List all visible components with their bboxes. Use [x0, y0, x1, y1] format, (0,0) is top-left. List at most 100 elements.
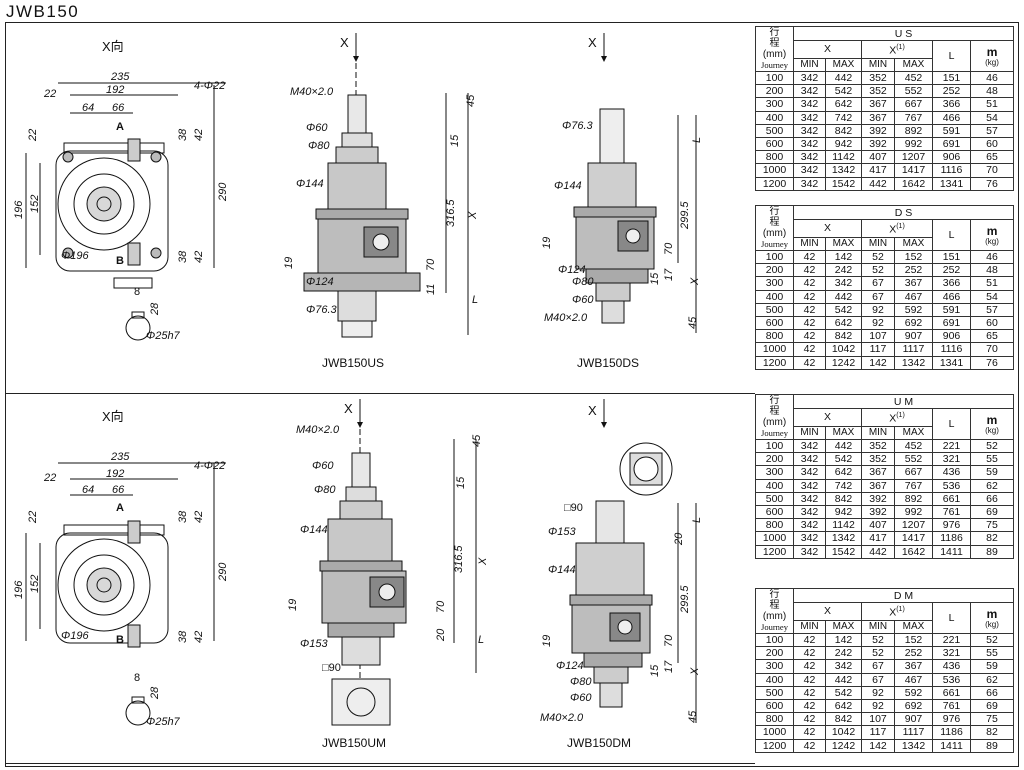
- dimension-label: m: [986, 606, 998, 621]
- dimension-label: B: [116, 255, 124, 267]
- table-cell: 52: [861, 249, 895, 265]
- dimension-label: Φ80: [314, 484, 336, 496]
- dimension-label: 42: [193, 129, 205, 141]
- table-cell: 366: [932, 276, 971, 291]
- drawing-canvas: X向 235 192 22 64 66 4-Φ22 A B 22 3: [13, 33, 703, 750]
- table-cell: 59: [970, 659, 1014, 674]
- dimension-label: 行: [769, 395, 780, 407]
- dimension-label: 19: [541, 635, 553, 647]
- table-cell: 467: [894, 289, 933, 304]
- table-cell: 392: [861, 136, 895, 152]
- dimension-label: 程: [769, 38, 780, 49]
- dimension-label: (1): [896, 412, 905, 420]
- model-us-dims: M40×2.0 45 Φ60 Φ80 15 Φ144 316.5 X 19 70…: [283, 86, 479, 370]
- table-cell: 392: [861, 504, 895, 520]
- table-cell: 51: [969, 276, 1015, 291]
- table-cell: 542: [825, 452, 862, 467]
- dimension-label: 38: [177, 128, 189, 141]
- table-cell: 48: [969, 84, 1015, 99]
- table-cell: 1200: [755, 176, 794, 191]
- table-cell: 42: [793, 685, 826, 700]
- dimension-label: Φ144: [296, 178, 324, 190]
- dimension-label: 42: [193, 631, 205, 643]
- dimension-label: 70: [663, 242, 675, 255]
- dimension-label: M40×2.0: [540, 712, 584, 724]
- table-cell: 442: [861, 176, 895, 191]
- table-cell: 65: [969, 150, 1015, 165]
- model-dm-dims: □90 Φ153 L 20 Φ144 299.5 19 70 Φ124 Φ80 …: [540, 502, 703, 750]
- dimension-label: MAX: [825, 619, 862, 635]
- side-view-top-dims: 235 192 22 64 66 4-Φ22 A B 22 38 42 196 …: [13, 71, 229, 342]
- dimension-label: 22: [27, 129, 39, 142]
- dimension-label: X: [477, 557, 489, 566]
- table-cell: 100: [755, 438, 794, 454]
- table-cell: 342: [825, 276, 862, 291]
- table-cell: 691: [932, 315, 971, 331]
- table-cell: 661: [932, 685, 971, 700]
- dimension-label: MIN: [793, 619, 826, 635]
- model-ds-dims: Φ76.3 L Φ144 299.5 19 70 Φ124 Φ80 17 15 …: [541, 120, 703, 370]
- table-cell: 342: [793, 452, 826, 467]
- dimension-label: 15: [449, 134, 461, 147]
- table-cell: 842: [825, 123, 862, 138]
- table-cell: 591: [932, 123, 971, 138]
- table-cell: 342: [793, 504, 826, 520]
- x-arrow-label: X: [340, 35, 349, 50]
- table-cell: 200: [755, 263, 794, 278]
- dimension-label: 152: [29, 575, 41, 593]
- table-cell: 367: [861, 465, 895, 480]
- dimension-label: 19: [541, 237, 553, 249]
- dimension-label: 152: [29, 195, 41, 213]
- table-cell: 436: [932, 465, 971, 480]
- dimension-label: 45: [687, 710, 699, 723]
- table-cell: 76: [969, 176, 1015, 191]
- table-cell: 1542: [825, 176, 862, 191]
- table-cell: 59: [970, 465, 1014, 480]
- dimension-label: X: [793, 408, 862, 427]
- table-cell: 976: [932, 518, 971, 533]
- table-cell: 536: [932, 672, 971, 687]
- dimension-label: 235: [110, 71, 130, 83]
- table-cell: 367: [861, 97, 895, 112]
- dimension-label: Φ80: [308, 140, 330, 152]
- dimension-label: Φ76.3: [562, 120, 593, 132]
- table-cell: 442: [825, 672, 862, 687]
- table-cell: 1116: [932, 342, 971, 357]
- dimension-label: 15: [649, 272, 661, 285]
- table-cell: 221: [932, 438, 971, 454]
- table-cell: 761: [932, 504, 971, 520]
- dimension-label: 8: [134, 672, 140, 684]
- dimension-label: □90: [564, 502, 583, 514]
- dimension-label: Φ80: [570, 676, 592, 688]
- table-cell: 42: [793, 632, 826, 648]
- table-cell: 70: [969, 342, 1015, 357]
- table-cell: 692: [894, 698, 933, 714]
- table-cell: 342: [793, 84, 826, 99]
- table-cell: 62: [970, 478, 1014, 493]
- table-cell: 89: [970, 544, 1014, 559]
- dimension-label: 22: [43, 472, 56, 484]
- dimension-label: Φ80: [572, 276, 594, 288]
- table-cell: 1200: [755, 544, 794, 559]
- table-cell: 252: [894, 646, 933, 661]
- table-cell: 151: [932, 249, 971, 265]
- x-view-label: X向: [102, 39, 124, 54]
- dimension-label: M40×2.0: [296, 424, 340, 436]
- dimension-label: 20: [673, 532, 685, 546]
- table-cell: 542: [825, 84, 862, 99]
- side-view-top: X向: [25, 39, 226, 341]
- dimension-label: Φ124: [556, 660, 584, 672]
- table-cell: 400: [755, 672, 794, 687]
- dimension-label: X: [793, 602, 862, 621]
- table-cell: 92: [861, 315, 895, 331]
- dimension-label: 38: [177, 510, 189, 523]
- dimension-label: Journey: [761, 428, 788, 438]
- table-cell: 642: [825, 315, 862, 331]
- table-cell: 1000: [755, 725, 794, 740]
- dimension-label: Φ60: [570, 692, 592, 704]
- dimension-label: 19: [283, 257, 295, 269]
